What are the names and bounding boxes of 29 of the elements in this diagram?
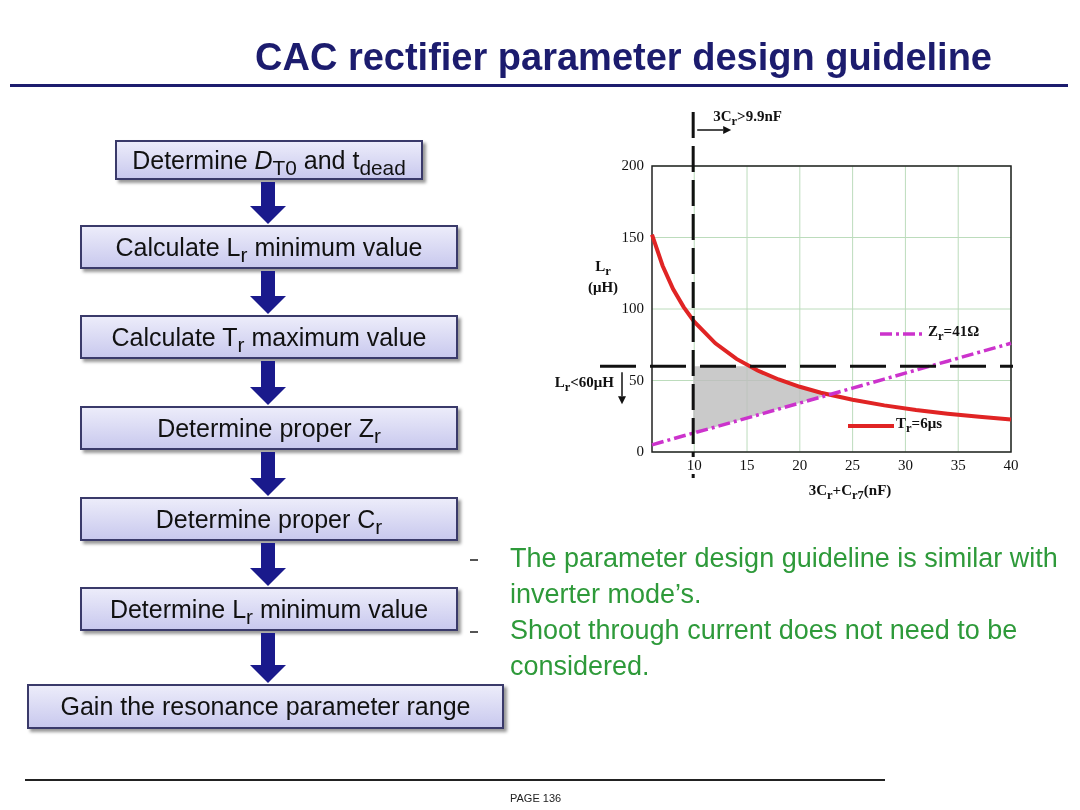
tick-label: 10 <box>686 457 702 474</box>
arrow <box>250 182 286 224</box>
arrow <box>250 543 286 586</box>
bullet-text: The parameter design guideline is similar with inverter mode’s. <box>510 542 1059 611</box>
bullet-text: Shoot through current does not need to be considered. <box>510 614 1019 683</box>
tick-label: 50 <box>629 371 644 389</box>
tick-label: 200 <box>621 157 644 174</box>
arrow <box>250 271 286 314</box>
page-number: PAGE 136 <box>510 791 562 805</box>
tick-label: 0 <box>636 443 644 460</box>
annotation-label: 3C$_{r}$>9.9nF <box>713 108 782 129</box>
tick-label: 100 <box>621 300 644 317</box>
arrow <box>250 361 286 405</box>
arrow <box>250 633 286 683</box>
axis-title: L$_{r}$ (μH) <box>586 258 620 296</box>
annotation-label: L$_{r}$<60μH <box>554 374 614 396</box>
process-box: Determine proper Z$_{r}$ <box>80 406 458 450</box>
series-label: Z$_{r}$=41Ω <box>928 323 980 344</box>
process-box: Calculate T$_{r}$ maximum value <box>80 315 458 359</box>
slide-title: CAC rectifier parameter design guideline <box>255 36 992 79</box>
process-box: Calculate L$_{r}$ minimum value <box>80 225 458 269</box>
series-label: T$_{r}$=6μs <box>896 415 942 436</box>
axis-title: 3C$_{r}$+C$_{r7}$(nF) <box>808 482 892 503</box>
arrow <box>250 452 286 496</box>
tick-label: 150 <box>621 228 644 246</box>
process-box: Determine D$_{T0}$ and t$_{dead}$ <box>115 140 423 180</box>
process-box: Determine proper C$_{r}$ <box>80 497 458 541</box>
process-box: Determine L$_{r}$ minimum value <box>80 587 458 631</box>
process-box: Gain the resonance parameter range <box>27 684 504 729</box>
